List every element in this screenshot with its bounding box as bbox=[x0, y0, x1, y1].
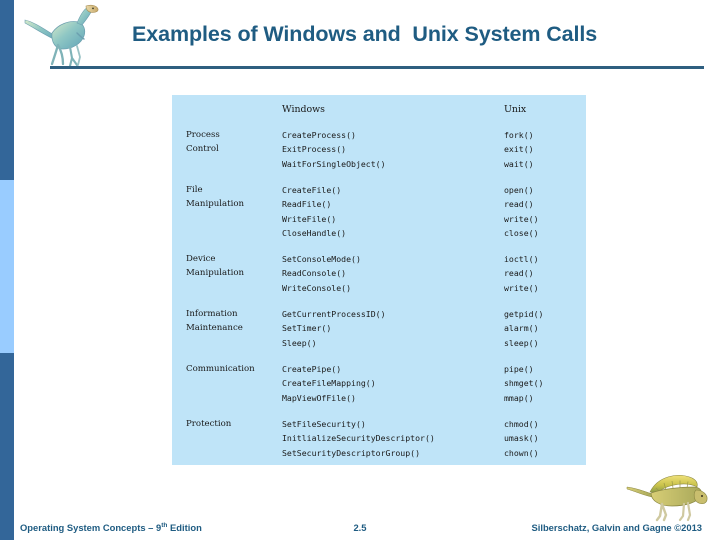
table-row: Information Maintenance GetCurrentProces… bbox=[172, 307, 586, 350]
slide-header: Examples of Windows and Unix System Call… bbox=[14, 0, 720, 76]
row-category: Device Manipulation bbox=[186, 254, 245, 279]
dinosaur-dimetrodon-icon bbox=[626, 470, 712, 524]
row-category: File Manipulation bbox=[186, 185, 245, 210]
table-row: Process Control CreateProcess() ExitProc… bbox=[172, 128, 586, 171]
table-row: Communication CreatePipe() CreateFileMap… bbox=[172, 362, 586, 405]
row-unix-calls: getpid() alarm() sleep() bbox=[504, 309, 544, 348]
footer-edition-ordinal: th bbox=[161, 522, 168, 529]
row-category: Process Control bbox=[186, 130, 220, 155]
sidebar-accent-top bbox=[0, 0, 14, 180]
page-title: Examples of Windows and Unix System Call… bbox=[132, 22, 598, 46]
row-windows-calls: SetFileSecurity() InitlializeSecurityDes… bbox=[282, 419, 435, 458]
row-unix-calls: chmod() umask() chown() bbox=[504, 419, 539, 458]
row-windows-calls: GetCurrentProcessID() SetTimer() Sleep() bbox=[282, 309, 386, 348]
row-category: Communication bbox=[186, 364, 255, 374]
row-windows-calls: CreatePipe() CreateFileMapping() MapView… bbox=[282, 364, 376, 403]
table-header-row: Windows Unix bbox=[172, 103, 586, 117]
row-unix-calls: pipe() shmget() mmap() bbox=[504, 364, 544, 403]
title-divider bbox=[50, 66, 704, 69]
table-header-windows: Windows bbox=[282, 104, 325, 115]
syscall-comparison-table: Windows Unix Process Control CreateProce… bbox=[172, 95, 586, 465]
table-header-category bbox=[172, 103, 282, 117]
footer-edition-tail: Edition bbox=[167, 522, 202, 534]
row-windows-calls: CreateFile() ReadFile() WriteFile() Clos… bbox=[282, 185, 347, 239]
row-category: Information Maintenance bbox=[186, 309, 243, 334]
table-row: Protection SetFileSecurity() Initlialize… bbox=[172, 417, 586, 460]
row-unix-calls: open() read() write() close() bbox=[504, 185, 539, 239]
sidebar-accent-middle bbox=[0, 180, 14, 353]
footer-copyright: Silberschatz, Galvin and Gagne ©2013 bbox=[531, 522, 702, 533]
table-row: File Manipulation CreateFile() ReadFile(… bbox=[172, 183, 586, 241]
row-unix-calls: ioctl() read() write() bbox=[504, 254, 539, 293]
table-row: Device Manipulation SetConsoleMode() Rea… bbox=[172, 252, 586, 295]
footer-edition-text: Operating System Concepts – 9 bbox=[20, 522, 162, 534]
footer-edition-label: Operating System Concepts – 9th Edition bbox=[20, 522, 202, 533]
row-windows-calls: CreateProcess() ExitProcess() WaitForSin… bbox=[282, 130, 386, 169]
dinosaur-gallimimus-icon bbox=[22, 2, 100, 70]
table-header-unix: Unix bbox=[504, 104, 527, 115]
sidebar-accent-bottom bbox=[0, 353, 14, 540]
row-category: Protection bbox=[186, 419, 232, 429]
row-windows-calls: SetConsoleMode() ReadConsole() WriteCons… bbox=[282, 254, 361, 293]
row-unix-calls: fork() exit() wait() bbox=[504, 130, 534, 169]
page-number: 2.5 bbox=[353, 522, 367, 533]
